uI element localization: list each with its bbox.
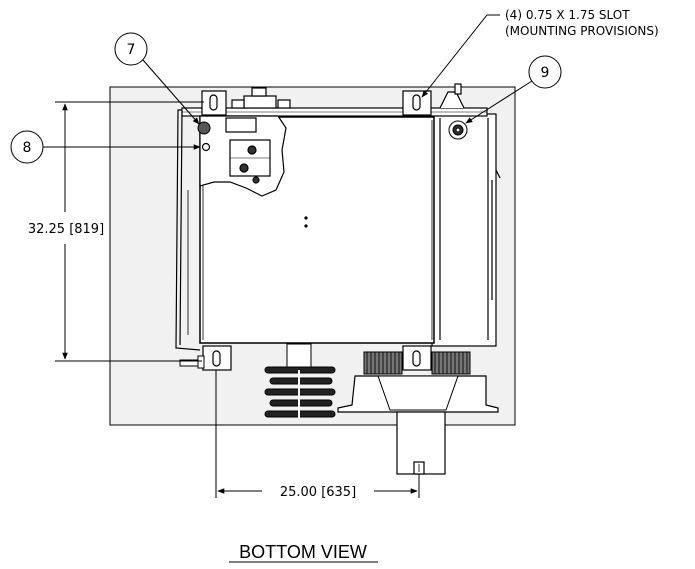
component-7 xyxy=(197,121,211,135)
balloon-9-label: 9 xyxy=(541,65,550,81)
balloon-9 xyxy=(465,55,562,124)
outlet-duct xyxy=(396,411,446,475)
slot-callout-leader xyxy=(421,14,500,98)
flange-taper xyxy=(377,375,459,411)
balloon-7-label: 7 xyxy=(127,42,136,58)
mounting-slot-top-right xyxy=(402,90,432,116)
top-rail xyxy=(181,83,488,117)
dim-horizontal-label: 25.00 [635] xyxy=(280,485,356,500)
mechanism-details xyxy=(225,117,271,184)
housing-detail-lines xyxy=(187,120,433,340)
component-9 xyxy=(448,120,468,140)
fan-fin-lines xyxy=(366,352,468,374)
center-holes xyxy=(304,216,308,228)
balloon-8 xyxy=(10,130,201,164)
mounting-slot-bottom-right xyxy=(402,345,432,371)
dim-vertical-label: 32.25 [819] xyxy=(28,222,104,237)
balloon-7 xyxy=(114,32,200,125)
slot-callout-line2: (MOUNTING PROVISIONS) xyxy=(505,24,659,38)
heat-sink-stack xyxy=(264,343,336,418)
horizontal-dimension xyxy=(215,370,420,498)
view-title: BOTTOM VIEW xyxy=(239,542,367,562)
mounting-slot-top-left xyxy=(201,90,227,116)
bottom-left-stud xyxy=(179,355,205,369)
mounting-slot-bottom-left xyxy=(202,345,232,371)
balloon-8-label: 8 xyxy=(23,140,32,156)
component-8 xyxy=(201,142,211,152)
slot-callout-line1: (4) 0.75 X 1.75 SLOT xyxy=(505,8,630,22)
